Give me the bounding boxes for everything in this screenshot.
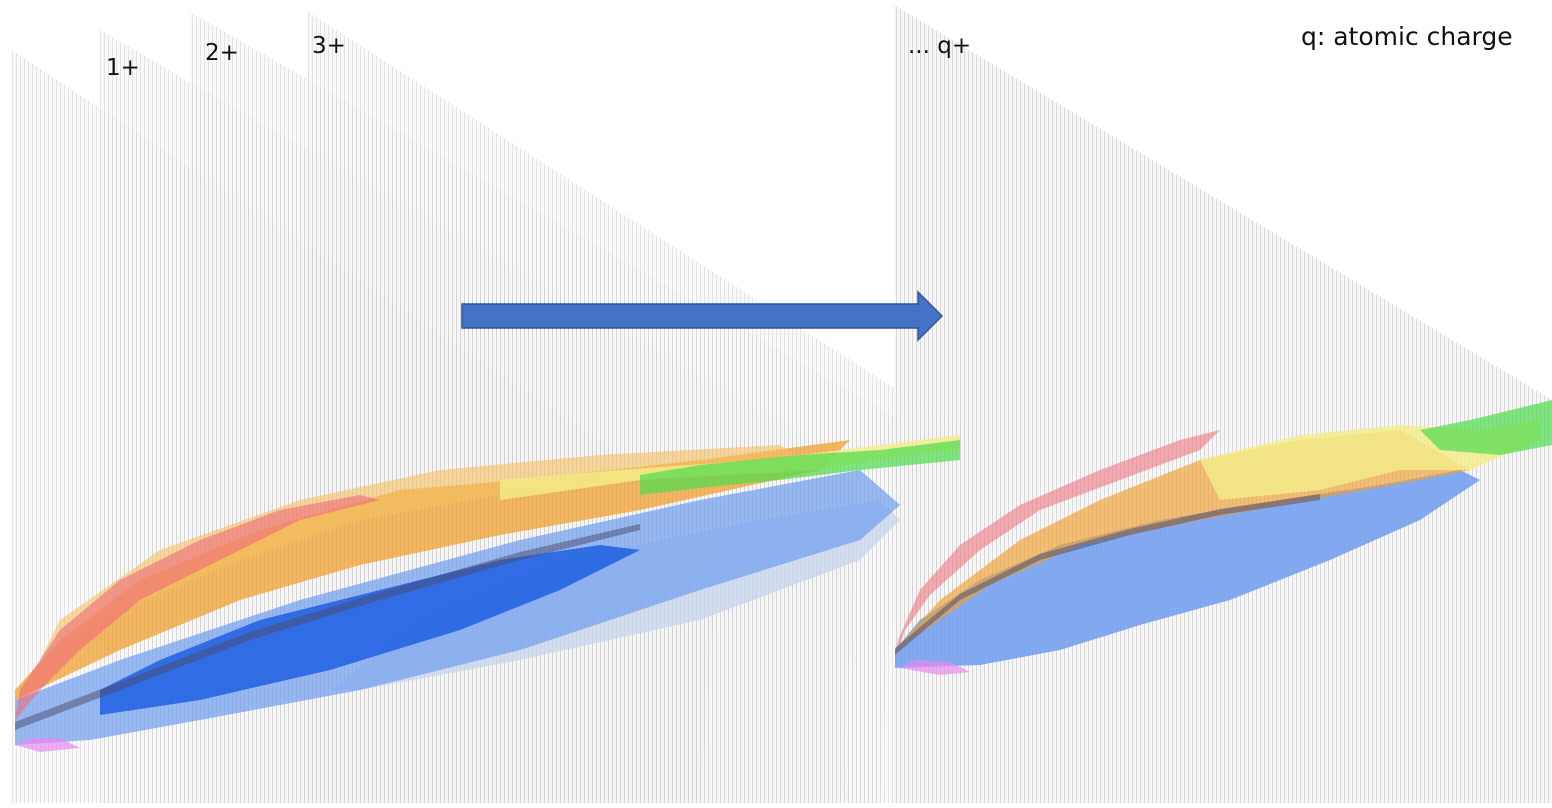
plane-q bbox=[894, 5, 1552, 803]
legend-text: q: atomic charge bbox=[1301, 22, 1513, 51]
red-band-q bbox=[895, 430, 1220, 660]
magenta-band-left bbox=[15, 738, 80, 752]
green-band-left bbox=[640, 440, 960, 495]
orange-band-left bbox=[15, 440, 850, 700]
dark-edge-left bbox=[15, 524, 640, 730]
charge-label-2: 2+ bbox=[205, 40, 239, 66]
green-band-q bbox=[1420, 400, 1552, 455]
charge-label-1: 1+ bbox=[106, 55, 140, 81]
spectra bbox=[15, 400, 1552, 752]
right-arrow-icon bbox=[461, 290, 944, 342]
charge-label-q: ... q+ bbox=[908, 33, 972, 59]
dark-blue-band-left bbox=[100, 545, 640, 715]
charge-label-3: 3+ bbox=[312, 33, 346, 59]
red-band-left bbox=[15, 495, 380, 720]
direction-arrow bbox=[461, 290, 944, 342]
plane-3 bbox=[308, 12, 975, 803]
magenta-band-q bbox=[900, 660, 970, 675]
light-blue-band-q bbox=[895, 470, 1480, 668]
